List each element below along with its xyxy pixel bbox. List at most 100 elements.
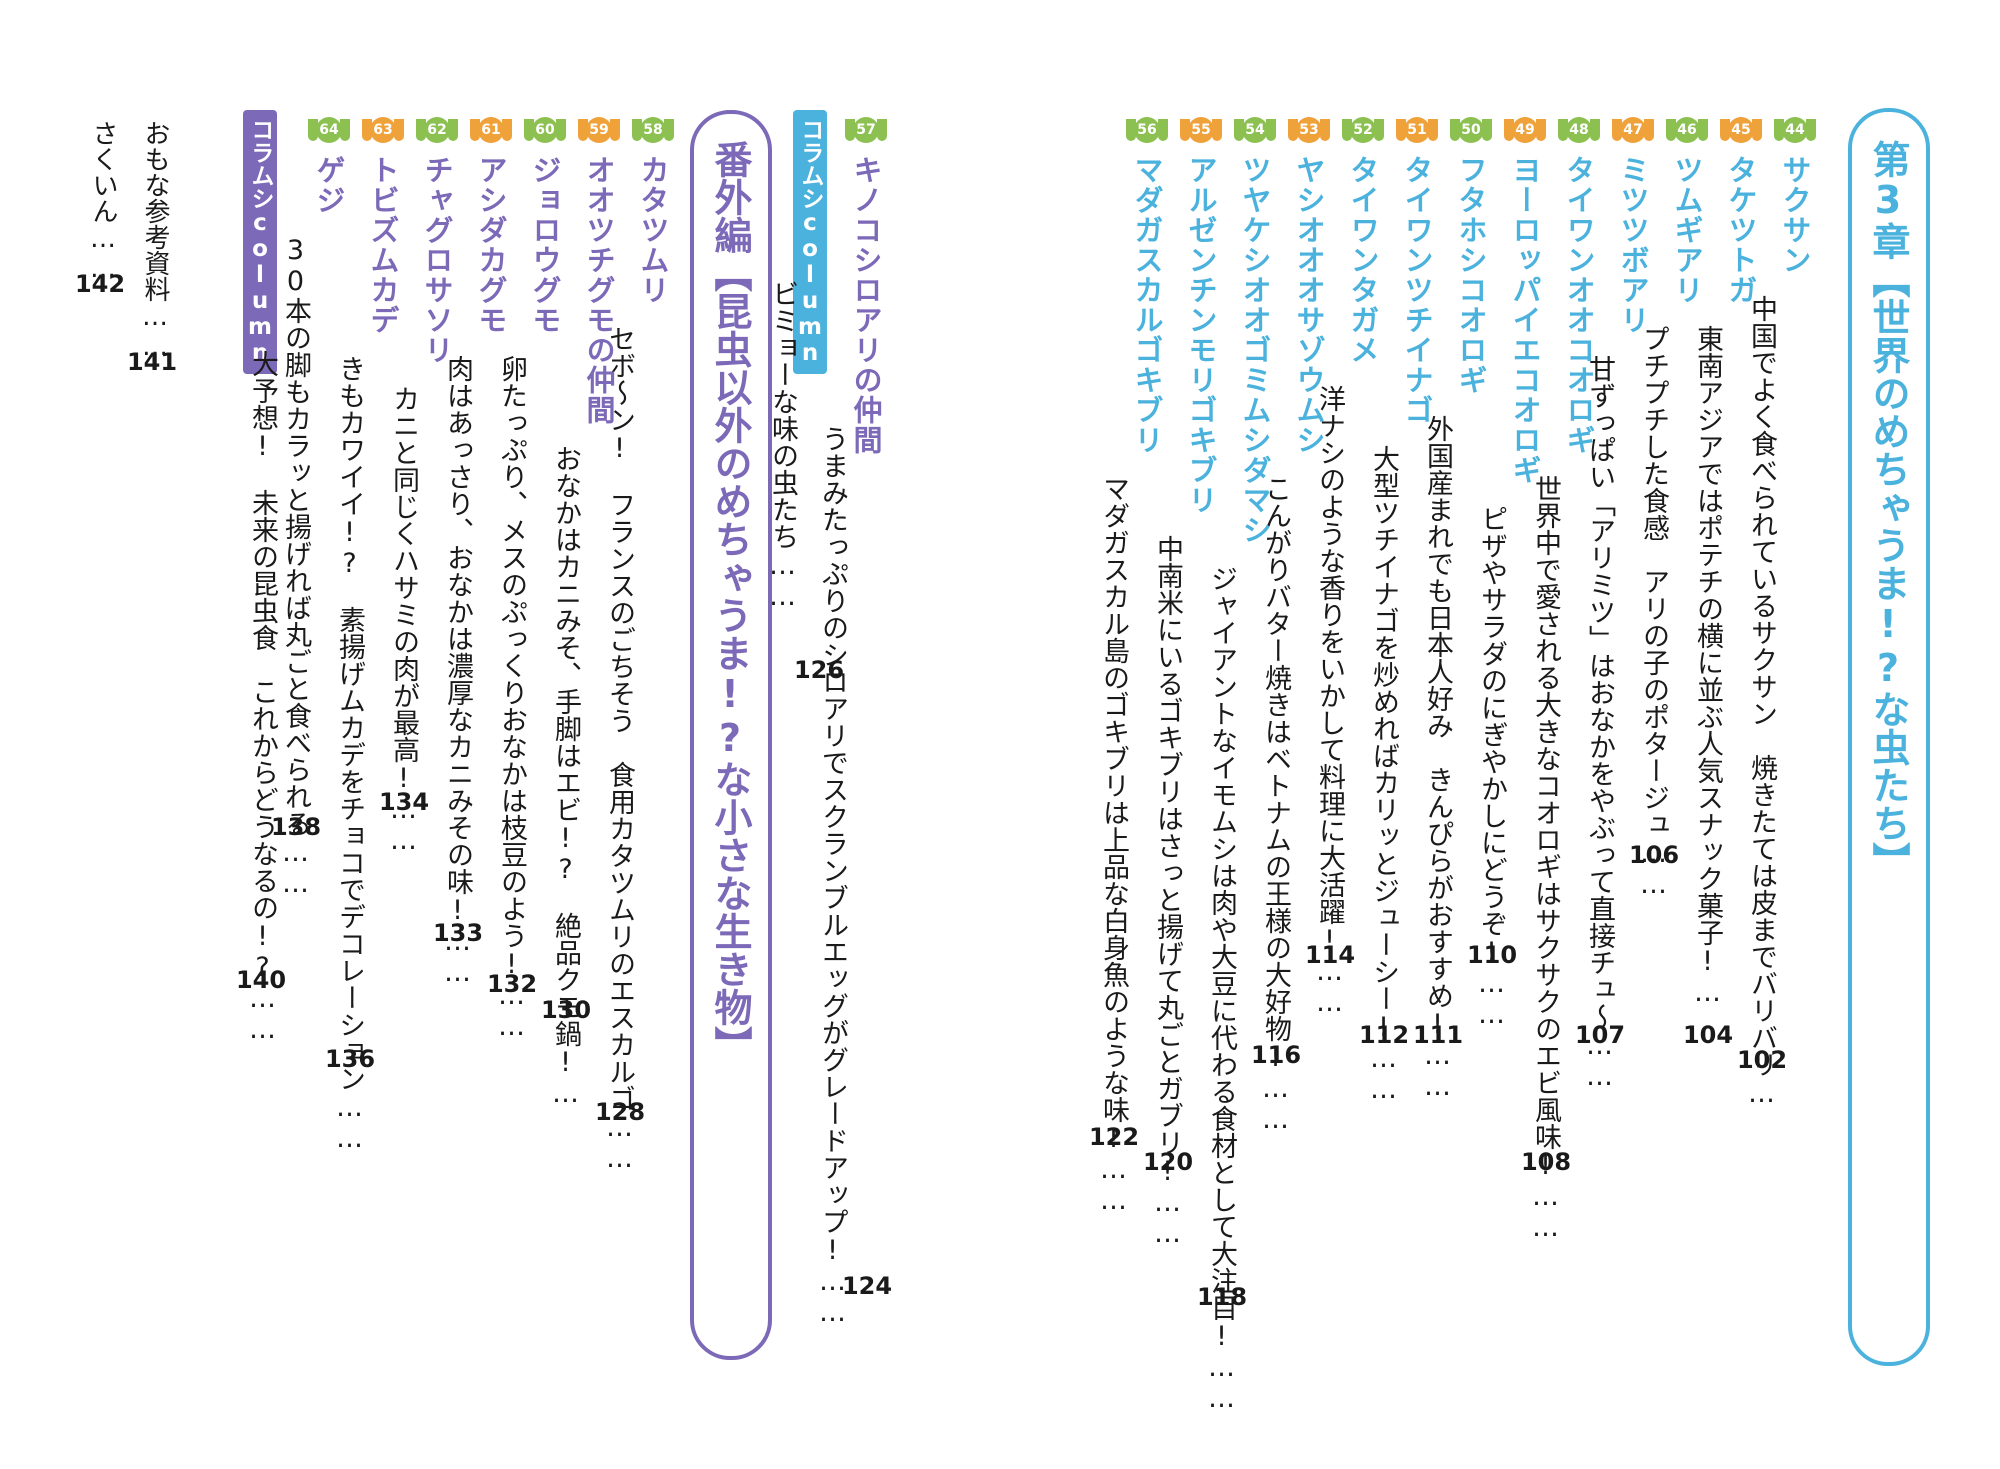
entry-description-wrap: ジャイアントなイモムシは肉や大豆に代わる食材として大注目!…… [1204, 565, 1237, 1414]
entry-number-badge: 50 [1450, 115, 1492, 145]
entry-description-wrap: 中南米にいるゴキブリはさっと揚げて丸ごとガブリ!…… [1150, 535, 1183, 1249]
toc-entry[interactable]: アルゼンチンモリゴキブリ [1184, 155, 1218, 515]
bangai-title: 番外編【昆虫以外のめちゃうま!?な小さな生き物】 [708, 140, 752, 1064]
entry-title: タイワンツチイナゴ [1400, 155, 1434, 425]
entry-number-badge: 62 [416, 115, 458, 145]
entry-description-wrap: 肉はあっさり、おなかは濃厚なカニみその味!…… [440, 355, 473, 988]
toc-entry[interactable]: ツムギアリ [1670, 155, 1704, 305]
page-number: 134 [378, 788, 430, 816]
entry-number-badge: 45 [1720, 115, 1762, 145]
column1-description-2: ビミョーな味の虫たち…… [767, 280, 798, 612]
entry-title: ゲジ [312, 155, 346, 215]
entry-description: きもカワイイ!? 素揚げムカデをチョコでデコレーション…… [334, 355, 365, 1154]
entry-description: プチプチした食感 アリの子のポタージュ…… [1638, 325, 1669, 900]
toc-entry[interactable]: ジョロウグモ [528, 155, 562, 335]
column2-desc-wrap: 大予想! 未来の昆虫食 これからどうなるの!?…… [245, 350, 278, 1045]
entry-title: チャグロサソリ [420, 155, 454, 365]
entry-number-badge: 53 [1288, 115, 1330, 145]
toc-entry[interactable]: タイワンタガメ [1346, 155, 1380, 365]
page-number: 142 [74, 270, 126, 298]
entry-title: タイワンタガメ [1346, 155, 1380, 365]
toc-entry[interactable]: ミツツボアリ [1616, 155, 1650, 335]
entry-description-wrap: 外国産まれでも日本人好み きんぴらがおすすめ!…… [1420, 415, 1453, 1102]
entry-title: ツムギアリ [1670, 155, 1704, 305]
toc-entry[interactable]: タイワンツチイナゴ [1400, 155, 1434, 425]
page-number: 120 [1142, 1148, 1194, 1176]
toc-entry[interactable]: アシダカグモ [474, 155, 508, 335]
toc-entry[interactable]: ヤシオオオサゾウムシ [1292, 155, 1326, 455]
toc-entry[interactable]: カタツムリ [636, 155, 670, 305]
page-number: 138 [270, 813, 322, 841]
entry-number-badge: 51 [1396, 115, 1438, 145]
toc-entry[interactable]: ゲジ [312, 155, 346, 215]
page-number: 114 [1304, 941, 1356, 969]
entry-title: キノコシロアリの仲間 [849, 155, 883, 455]
entry-number-badge: 64 [308, 115, 350, 145]
index-label: さくいん…… [88, 120, 118, 284]
entry-description: 洋ナシのような香りをいかして料理に大活躍!…… [1314, 385, 1345, 1018]
entry-number-badge: 56 [1126, 115, 1168, 145]
entry-number-badge: 49 [1504, 115, 1546, 145]
column2-description: 大予想! 未来の昆虫食 これからどうなるの!?…… [247, 350, 278, 1045]
entry-number-badge: 48 [1558, 115, 1600, 145]
entry-number-badge: 60 [524, 115, 566, 145]
entry-title: サクサン [1778, 155, 1812, 275]
entry-description: 中南米にいるゴキブリはさっと揚げて丸ごとガブリ!…… [1152, 535, 1183, 1249]
entry-number-badge: 63 [362, 115, 404, 145]
toc-entry[interactable]: タイワンオオコオロギ [1562, 155, 1596, 455]
page-number: 108 [1520, 1148, 1572, 1176]
column1-desc2-wrap: ビミョーな味の虫たち…… [765, 280, 798, 612]
entry-description: 世界中で愛される大きなコオロギはサクサクのエビ風味!…… [1530, 475, 1561, 1243]
entry-title: ツヤケシオオゴミムシダマシ [1238, 155, 1272, 545]
page-number: 136 [324, 1045, 376, 1073]
entry-description-wrap: 30本の脚もカラッと揚げれば丸ごと食べられる…… [278, 235, 311, 899]
index-entry[interactable]: さくいん…… [86, 120, 118, 284]
column1-entry[interactable]: キノコシロアリの仲間 [849, 155, 883, 455]
entry-description-wrap: カニと同じくハサミの肉が最高!…… [386, 385, 419, 856]
page-number: 110 [1466, 941, 1518, 969]
entry-description: ピザやサラダのにぎやかしにどうぞ!…… [1476, 505, 1507, 1030]
references-label: おもな参考資料…… [140, 120, 170, 362]
entry-description-wrap: おなかはカニみそ、手脚はエビ!? 絶品クモ鍋!… [548, 445, 581, 1109]
entry-description: 卵たっぷり、メスのぷっくりおなかは枝豆のよう!…… [496, 355, 527, 1042]
toc-entry[interactable]: トビズムカデ [366, 155, 400, 335]
entry-description-wrap: 中国でよく食べられているサクサン 焼きたては皮までバリバリ… [1744, 295, 1777, 1109]
page-number: 141 [126, 348, 178, 376]
toc-entry[interactable]: ヨーロッパイエコオロギ [1508, 155, 1542, 485]
entry-title: ミツツボアリ [1616, 155, 1650, 335]
entry-title: オオツチグモの仲間 [582, 155, 616, 425]
toc-entry[interactable]: マダガスカルゴキブリ [1130, 155, 1164, 455]
references-entry[interactable]: おもな参考資料…… [138, 120, 170, 362]
entry-description: 中国でよく食べられているサクサン 焼きたては皮までバリバリ… [1746, 295, 1777, 1109]
entry-description-wrap: 卵たっぷり、メスのぷっくりおなかは枝豆のよう!…… [494, 355, 527, 1042]
entry-description-wrap: マダガスカル島のゴキブリは上品な白身魚のような味!…… [1096, 475, 1129, 1216]
entry-description: 外国産まれでも日本人好み きんぴらがおすすめ!…… [1422, 415, 1453, 1102]
entry-description-wrap: こんがりバター焼きはベトナムの王様の大好物!…… [1258, 475, 1291, 1135]
entry-description-wrap: 洋ナシのような香りをいかして料理に大活躍!…… [1312, 385, 1345, 1018]
toc-entry[interactable]: サクサン [1778, 155, 1812, 275]
toc-entry[interactable]: オオツチグモの仲間 [582, 155, 616, 425]
entry-number-badge: 57 [845, 115, 887, 145]
entry-title: トビズムカデ [366, 155, 400, 335]
page-number: 132 [486, 970, 538, 998]
entry-title: ジョロウグモ [528, 155, 562, 335]
entry-description: 肉はあっさり、おなかは濃厚なカニみその味!…… [442, 355, 473, 988]
entry-description: 東南アジアではポテチの横に並ぶ人気スナック菓子!… [1692, 325, 1723, 1008]
entry-title: ヤシオオオサゾウムシ [1292, 155, 1326, 455]
page-number: 128 [594, 1098, 646, 1126]
entry-title: タケツトガ [1724, 155, 1758, 305]
entry-number-badge: 59 [578, 115, 620, 145]
page-number: 140 [235, 966, 287, 994]
entry-title: ヨーロッパイエコオロギ [1508, 155, 1542, 485]
entry-description: マダガスカル島のゴキブリは上品な白身魚のような味!…… [1098, 475, 1129, 1216]
page-number: 104 [1682, 1021, 1734, 1049]
column-label-2: コラムシcolumn [243, 110, 277, 374]
toc-entry[interactable]: ツヤケシオオゴミムシダマシ [1238, 155, 1272, 545]
entry-description-wrap: 東南アジアではポテチの横に並ぶ人気スナック菓子!… [1690, 325, 1723, 1008]
toc-entry[interactable]: タケツトガ [1724, 155, 1758, 305]
chapter3-title-box [1848, 108, 1930, 1366]
toc-entry[interactable]: フタホシコオロギ [1454, 155, 1488, 395]
entry-description-wrap: ピザやサラダのにぎやかしにどうぞ!…… [1474, 505, 1507, 1030]
toc-entry[interactable]: チャグロサソリ [420, 155, 454, 365]
entry-description-wrap: きもカワイイ!? 素揚げムカデをチョコでデコレーション…… [332, 355, 365, 1154]
